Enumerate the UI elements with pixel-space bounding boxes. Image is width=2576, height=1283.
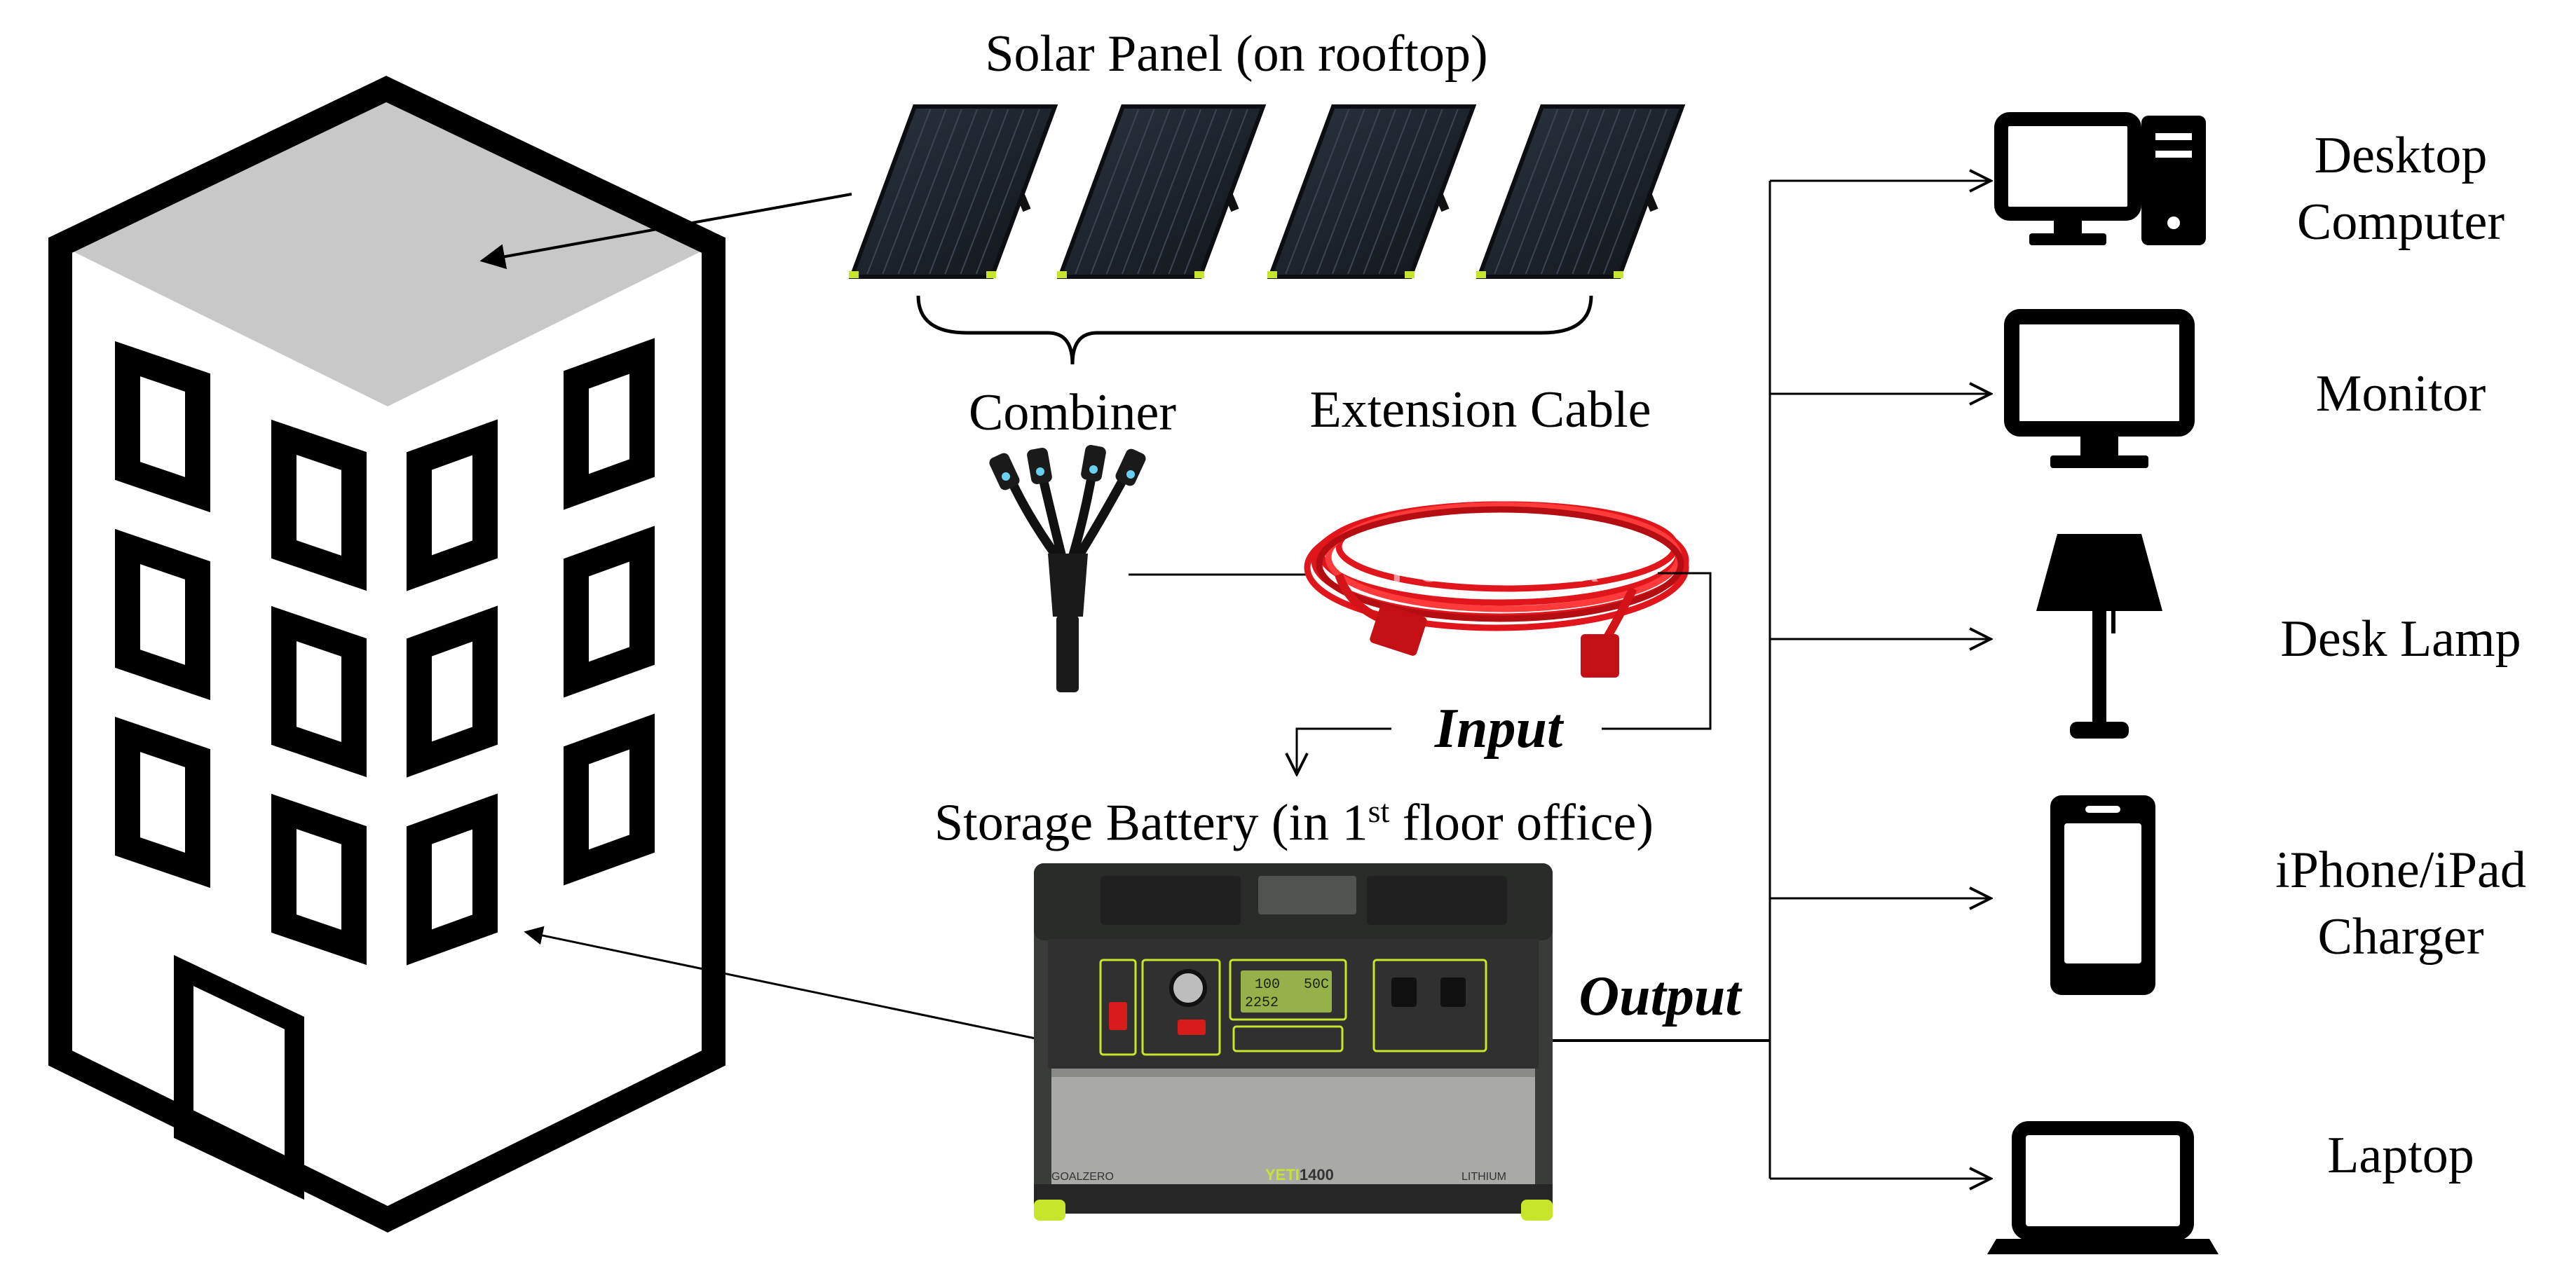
input-arrow	[1297, 727, 1391, 774]
battery-lcd-bottom: 2252	[1245, 995, 1279, 1011]
battery-model-label: YETI1400	[1265, 1166, 1334, 1183]
desktop-computer-icon	[1994, 112, 2206, 245]
output-branches	[1770, 181, 1991, 1179]
storage-battery-icon: 100 2252 50C GOALZERO YETI1400 LITHIUM	[1034, 863, 1553, 1221]
desk-lamp-icon	[2036, 534, 2162, 739]
device-label-monitor: Monitor	[2315, 365, 2486, 423]
building-windows	[115, 338, 655, 966]
storage-battery-label-pre: Storage Battery (in 1	[934, 794, 1368, 852]
laptop-icon	[1987, 1121, 2219, 1254]
combiner-icon	[989, 445, 1146, 692]
cable-to-input-line	[1602, 572, 1712, 730]
storage-battery-label: Storage Battery (in 1st floor office)	[934, 795, 1654, 849]
extension-cable-icon: Powerwerx	[1304, 501, 1689, 678]
storage-battery-label-sup: st	[1368, 793, 1390, 829]
battery-lcd-right: 50C	[1304, 977, 1329, 993]
solar-panel-2	[1056, 104, 1267, 279]
building-supply-arrow	[524, 926, 1040, 1041]
solar-panels	[848, 104, 1686, 279]
device-label-laptop: Laptop	[2327, 1127, 2474, 1184]
device-label-desktop-line1: Desktop	[2314, 127, 2488, 184]
input-label: Input	[1434, 698, 1563, 760]
phone-icon	[2050, 795, 2155, 995]
device-label-desktop-line2: Computer	[2297, 193, 2505, 251]
battery-chem-label: LITHIUM	[1461, 1171, 1506, 1183]
extension-cable-label: Extension Cable	[1309, 381, 1651, 439]
combiner-label: Combiner	[969, 384, 1176, 441]
rooftop-arrow	[479, 193, 852, 269]
solar-panel-label: Solar Panel (on rooftop)	[985, 25, 1488, 83]
solar-panel-1	[848, 104, 1058, 279]
battery-brand-label: GOALZERO	[1051, 1171, 1114, 1183]
building-icon	[48, 76, 725, 1233]
device-label-charger-line2: Charger	[2317, 907, 2484, 966]
building-door	[174, 954, 304, 1200]
solar-panel-3	[1267, 104, 1477, 279]
device-label-desk-lamp: Desk Lamp	[2280, 610, 2521, 668]
watermark-text: Powerwerx	[1391, 546, 1599, 590]
solar-panel-4	[1476, 104, 1686, 279]
storage-battery-label-post: floor office)	[1389, 794, 1654, 852]
output-label: Output	[1579, 966, 1741, 1027]
battery-lcd-top: 100	[1255, 977, 1280, 993]
panel-brace	[916, 295, 1593, 365]
device-label-charger-line1: iPhone/iPad	[2275, 842, 2526, 899]
monitor-icon	[2004, 309, 2195, 468]
